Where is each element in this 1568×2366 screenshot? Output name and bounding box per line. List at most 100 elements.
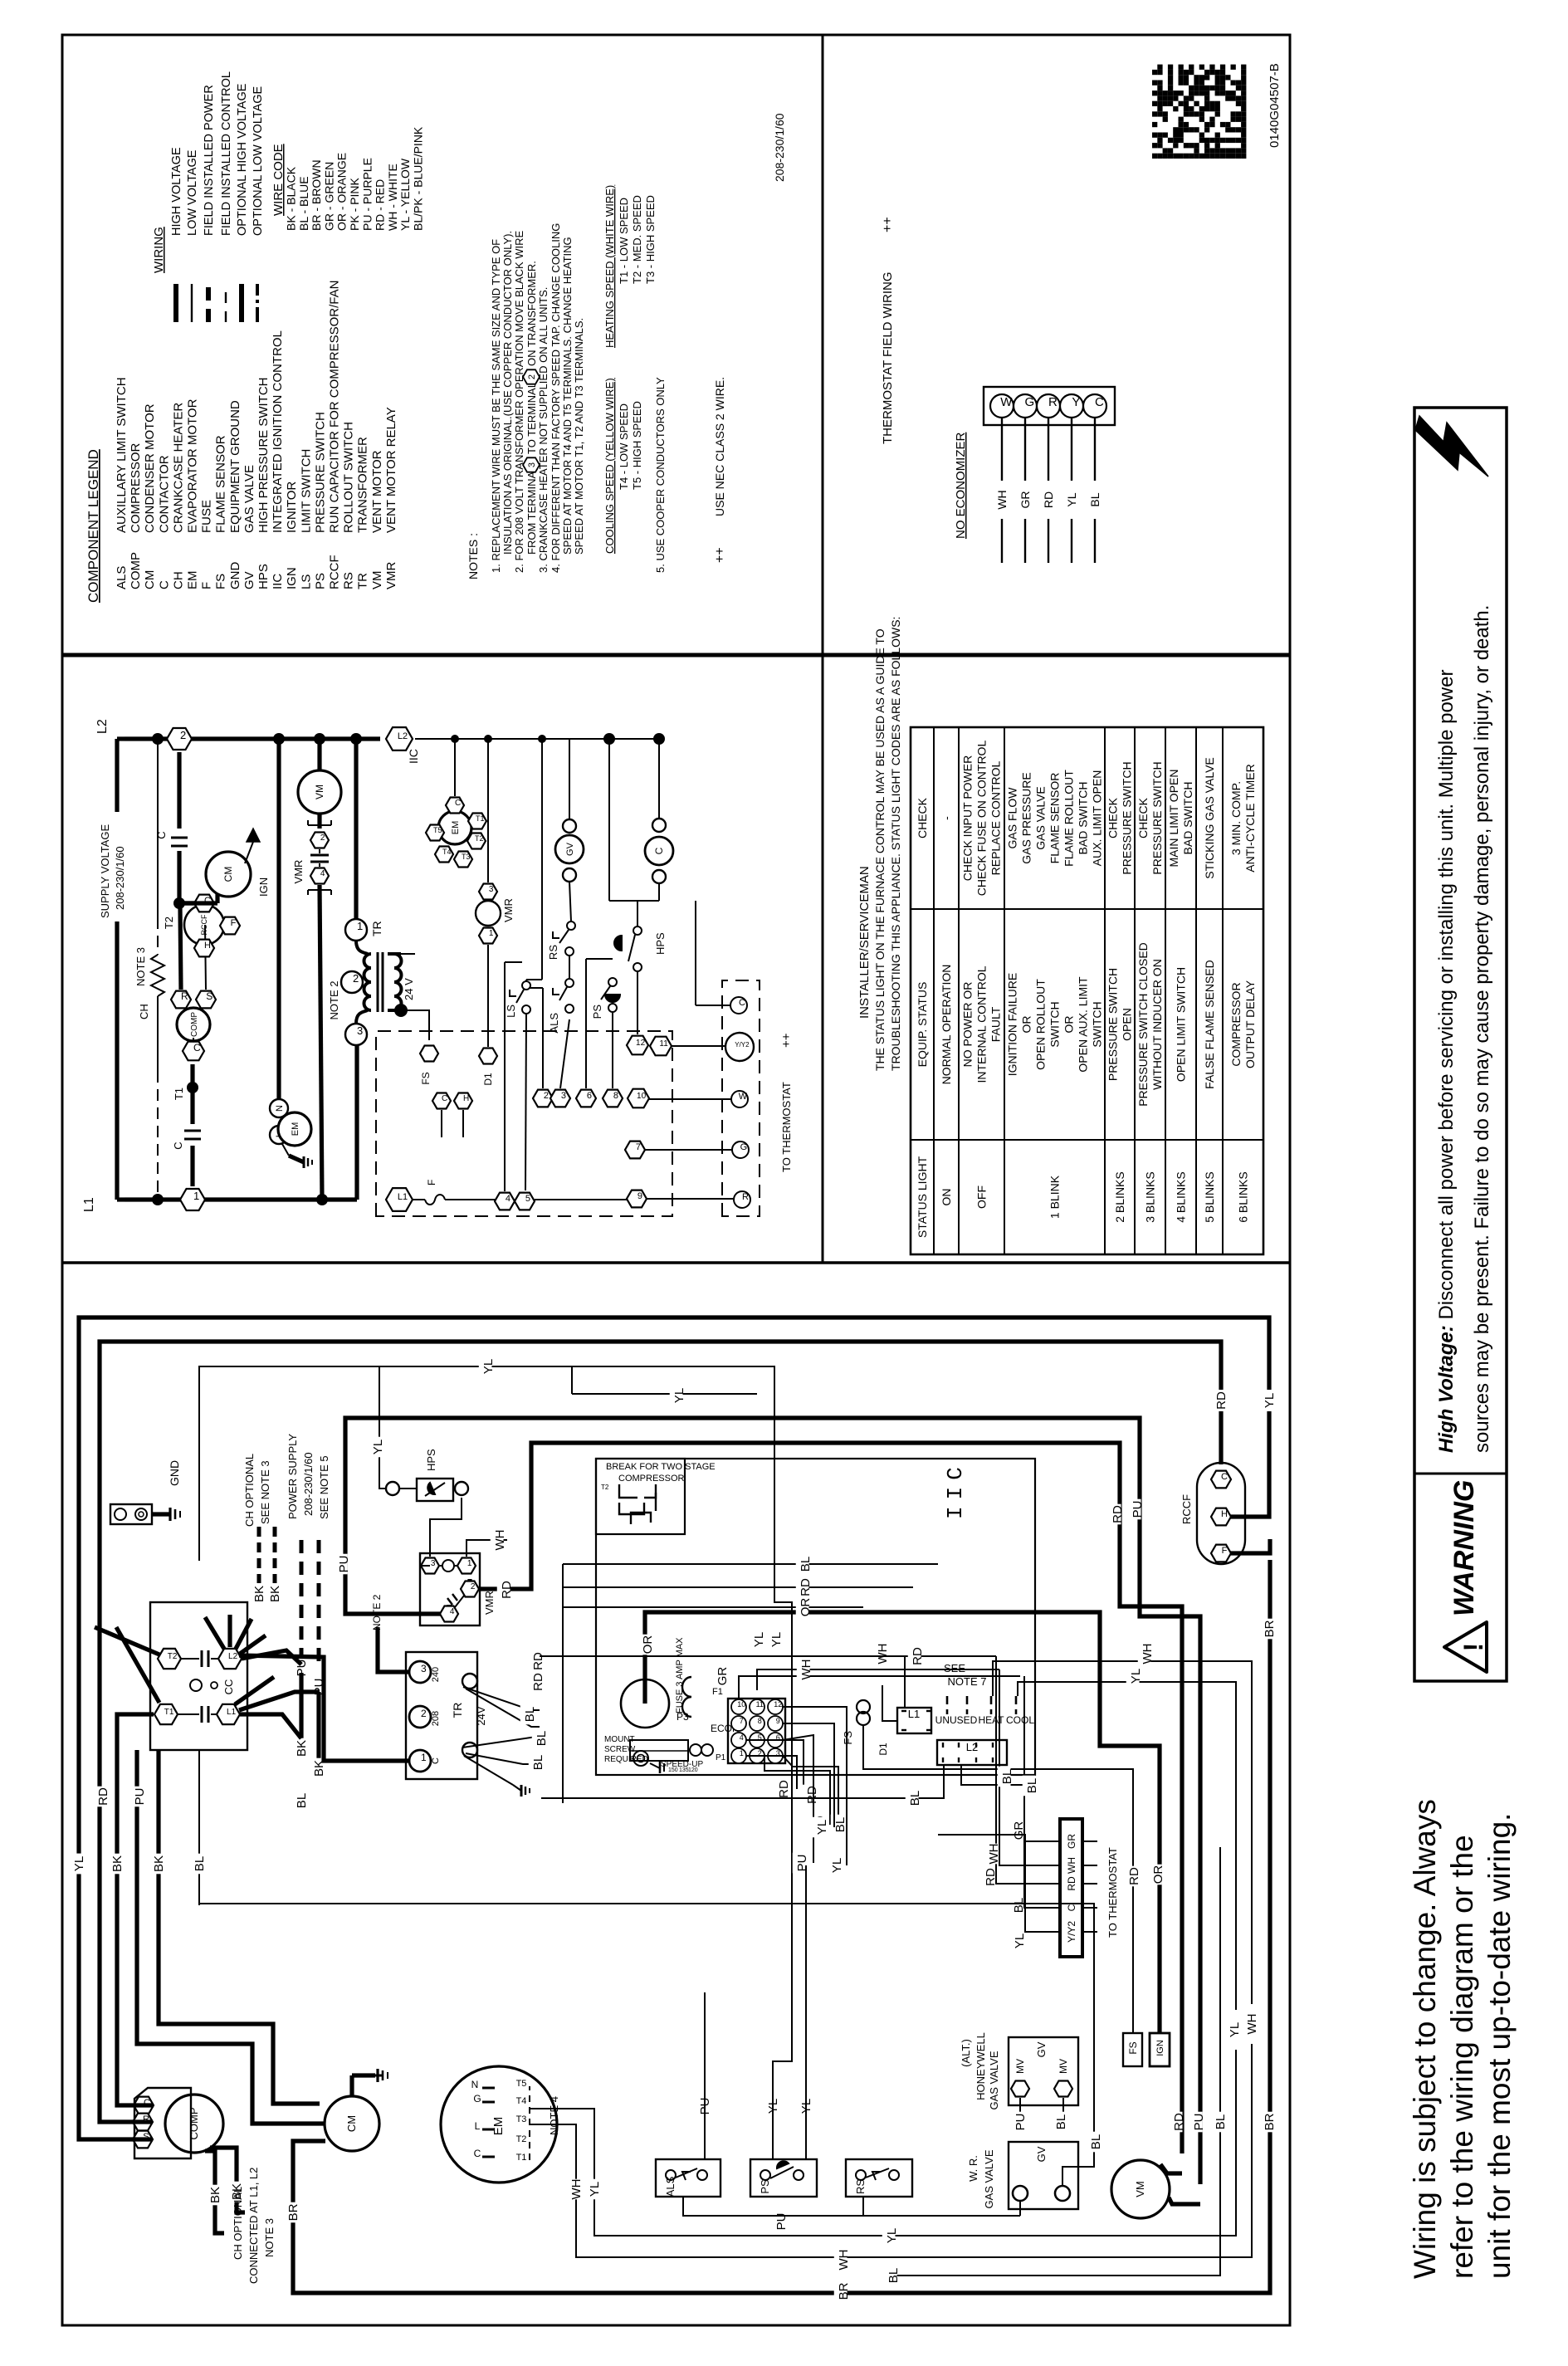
svg-text:ANTI-CYCLE TIMER: ANTI-CYCLE TIMER (1243, 764, 1257, 872)
svg-text:C: C (144, 2098, 150, 2108)
svg-text:EVAPORATOR MOTOR: EVAPORATOR MOTOR (186, 398, 200, 533)
svg-text:8: 8 (613, 1091, 618, 1101)
svg-text:R: R (143, 2114, 149, 2124)
svg-text:VENT MOTOR: VENT MOTOR (370, 450, 384, 533)
svg-text:FS: FS (214, 574, 228, 589)
svg-text:3: 3 (431, 1559, 436, 1568)
svg-text:WH: WH (876, 1644, 890, 1665)
svg-text:4: 4 (450, 1607, 455, 1616)
svg-text:3: 3 (421, 1663, 427, 1674)
svg-text:SWITCH: SWITCH (1048, 1001, 1061, 1047)
svg-text:INSTALLER/SERVICEMAN: INSTALLER/SERVICEMAN (857, 866, 872, 1019)
svg-text:RS: RS (547, 945, 559, 960)
svg-text:1: 1 (357, 920, 363, 932)
svg-text:135: 135 (679, 1767, 689, 1773)
svg-text:SEE NOTE 5: SEE NOTE 5 (318, 1455, 330, 1519)
svg-text:NORMAL OPERATION: NORMAL OPERATION (940, 965, 953, 1085)
svg-text:CHECK: CHECK (916, 797, 929, 838)
svg-text:RCCF: RCCF (328, 555, 342, 589)
svg-text:VENT MOTOR RELAY: VENT MOTOR RELAY (384, 407, 398, 533)
svg-text:OUTPUT DELAY: OUTPUT DELAY (1243, 980, 1257, 1068)
svg-text:GR: GR (716, 1667, 730, 1686)
svg-text:BREAK FOR TWO STAGE: BREAK FOR TWO STAGE (606, 1462, 716, 1472)
svg-text:2: 2 (421, 1708, 427, 1719)
svg-text:GV: GV (1035, 2146, 1048, 2162)
svg-text:BR: BR (286, 2203, 300, 2221)
svg-text:H: H (463, 1094, 469, 1103)
svg-text:INSULATION AS ORIGINAL.(USE CO: INSULATION AS ORIGINAL.(USE COPPER CONDU… (501, 231, 514, 555)
svg-text:C: C (653, 847, 665, 854)
svg-text:C: C (172, 1141, 184, 1149)
svg-text:BL/PK - BLUE/PINK: BL/PK - BLUE/PINK (412, 126, 425, 231)
svg-text:BK: BK (252, 1586, 266, 1602)
svg-text:sources may be present. Failur: sources may be present. Failure to do so… (1471, 605, 1493, 1453)
svg-text:INTERNAL CONTROL: INTERNAL CONTROL (975, 965, 988, 1083)
svg-text:RS: RS (854, 2179, 867, 2194)
svg-text:BL: BL (887, 2268, 901, 2283)
svg-text:TRANSFORMER: TRANSFORMER (356, 437, 370, 533)
svg-text:COMPRESSOR: COMPRESSOR (618, 1474, 685, 1484)
svg-text:BR: BR (1263, 1620, 1277, 1637)
svg-text:F: F (426, 1180, 437, 1185)
svg-text:S: S (206, 990, 212, 1002)
svg-text:NOTE 2: NOTE 2 (328, 981, 340, 1020)
svg-text:OPEN LIMIT SWITCH: OPEN LIMIT SWITCH (1174, 967, 1187, 1082)
svg-text:BL: BL (833, 1817, 848, 1832)
svg-text:C: C (1095, 395, 1104, 409)
svg-text:High Voltage: Disconnect all: High Voltage: Disconnect all power befor… (1435, 670, 1458, 1453)
svg-text:CONNECTED AT L1, L2: CONNECTED AT L1, L2 (247, 2168, 260, 2284)
svg-text:FLAME SENSOR: FLAME SENSOR (214, 435, 228, 533)
svg-text:RD: RD (1172, 2113, 1186, 2131)
svg-text:VM: VM (1134, 2181, 1146, 2197)
svg-text:PRESSURE SWITCH: PRESSURE SWITCH (1150, 761, 1164, 874)
svg-text:FLAME ROLLOUT: FLAME ROLLOUT (1062, 770, 1075, 867)
svg-text:HPS: HPS (654, 932, 667, 955)
svg-text:N: N (275, 1105, 285, 1112)
svg-text:L2: L2 (95, 719, 110, 734)
svg-text:YL: YL (815, 1820, 829, 1835)
svg-text:THERMOSTAT FIELD WIRING: THERMOSTAT FIELD WIRING (881, 271, 895, 444)
svg-text:PS: PS (759, 2179, 771, 2194)
svg-text:RD: RD (1042, 491, 1055, 508)
svg-text:AUX. LIMIT OPEN: AUX. LIMIT OPEN (1090, 770, 1103, 867)
svg-text:PU: PU (1192, 2114, 1206, 2131)
svg-text:TO THERMOSTAT: TO THERMOSTAT (780, 1082, 793, 1172)
svg-text:FS: FS (842, 1731, 854, 1745)
svg-text:YL: YL (1129, 1669, 1143, 1684)
svg-text:F1: F1 (712, 1687, 723, 1697)
svg-text:CONTACTOR: CONTACTOR (157, 455, 171, 533)
svg-text:OPEN AUX. LIMIT: OPEN AUX. LIMIT (1076, 976, 1089, 1073)
svg-text:EQUIP. STATUS: EQUIP. STATUS (916, 982, 929, 1068)
svg-text:EM: EM (186, 571, 200, 590)
svg-text:GAS VALVE: GAS VALVE (983, 2149, 995, 2208)
svg-text:YL: YL (672, 1388, 686, 1403)
svg-text:VMR: VMR (502, 898, 515, 922)
svg-text:TO TERMINAL: TO TERMINAL (525, 382, 538, 454)
svg-text:R: R (181, 990, 188, 1002)
svg-text:RD: RD (1066, 1876, 1077, 1891)
svg-text:BK - BLACK: BK - BLACK (285, 166, 298, 231)
svg-text:FIELD INSTALLED CONTROL: FIELD INSTALLED CONTROL (220, 71, 233, 236)
svg-text:CM: CM (222, 867, 234, 882)
svg-text:2: 2 (471, 1582, 476, 1591)
svg-text:2: 2 (180, 729, 186, 741)
svg-text:YL: YL (1065, 492, 1078, 506)
svg-text:TR: TR (370, 921, 383, 936)
svg-text:BL: BL (1025, 1778, 1039, 1793)
svg-text:GR: GR (1066, 1834, 1077, 1849)
svg-text:3: 3 (776, 1749, 780, 1757)
svg-text:11: 11 (659, 1039, 668, 1049)
svg-text:GV: GV (565, 842, 575, 856)
svg-text:TO THERMOSTAT: TO THERMOSTAT (1106, 1847, 1119, 1938)
svg-text:6 BLINKS: 6 BLINKS (1236, 1171, 1249, 1222)
svg-text:SPEED AT MOTOR T1, T2 AND T3 T: SPEED AT MOTOR T1, T2 AND T3 TERMINALS. (573, 318, 585, 555)
svg-text:S: S (143, 2132, 149, 2142)
svg-text:WH: WH (1066, 1857, 1077, 1874)
svg-text:6: 6 (776, 1733, 780, 1742)
svg-text:CH: CH (138, 1004, 150, 1019)
svg-text:150: 150 (668, 1767, 678, 1773)
svg-text:T1: T1 (476, 814, 485, 823)
svg-text:RS: RS (342, 572, 356, 589)
svg-text:3: 3 (357, 1024, 363, 1037)
svg-text:T4: T4 (516, 2096, 527, 2106)
